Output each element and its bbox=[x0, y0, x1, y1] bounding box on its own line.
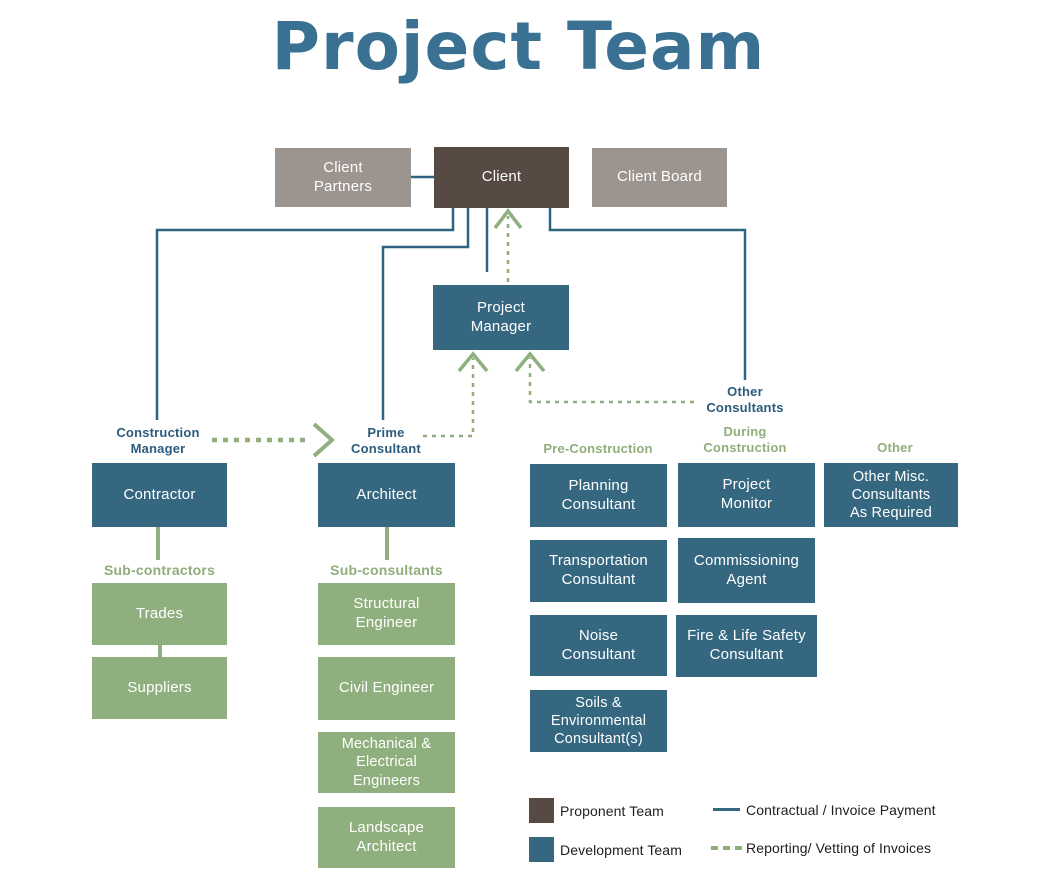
arrowhead-up-client bbox=[493, 208, 523, 230]
legend-development-swatch bbox=[529, 837, 554, 862]
node-project-manager: Project Manager bbox=[433, 285, 569, 350]
node-client-board: Client Board bbox=[592, 148, 727, 207]
node-suppliers: Suppliers bbox=[92, 657, 227, 719]
arrowhead-up-pm-right bbox=[514, 351, 546, 373]
page-title: Project Team bbox=[271, 8, 766, 85]
connector-client-prime-consultant bbox=[381, 208, 470, 420]
dashed-other-consultants-to-project-manager bbox=[528, 358, 694, 404]
label-other-consultants: Other Consultants bbox=[706, 384, 784, 416]
node-other-misc-consultants: Other Misc. Consultants As Required bbox=[824, 463, 958, 527]
node-planning-consultant: Planning Consultant bbox=[530, 464, 667, 527]
arrowhead-right-prime-consultant bbox=[312, 422, 336, 458]
label-during-construction: During Construction bbox=[703, 424, 787, 456]
label-sub-contractors: Sub-contractors bbox=[103, 562, 216, 578]
node-client: Client bbox=[434, 147, 569, 208]
node-architect: Architect bbox=[318, 463, 455, 527]
node-landscape-architect: Landscape Architect bbox=[318, 807, 455, 868]
node-project-monitor: Project Monitor bbox=[678, 463, 815, 527]
legend-proponent-swatch bbox=[529, 798, 554, 823]
node-contractor: Contractor bbox=[92, 463, 227, 527]
label-prime-consultant: Prime Consultant bbox=[351, 425, 421, 457]
node-mechanical-electrical-engineers: Mechanical & Electrical Engineers bbox=[318, 732, 455, 793]
legend-contractual-line-sample bbox=[713, 808, 740, 811]
label-construction-manager: Construction Manager bbox=[116, 425, 200, 457]
legend-contractual-label: Contractual / Invoice Payment bbox=[746, 802, 936, 818]
arrowhead-up-pm-left bbox=[457, 351, 489, 373]
label-sub-consultants: Sub-consultants bbox=[330, 562, 443, 578]
node-soils-environmental-consultant: Soils & Environmental Consultant(s) bbox=[530, 690, 667, 752]
node-transportation-consultant: Transportation Consultant bbox=[530, 540, 667, 602]
dashed-prime-consultant-to-project-manager bbox=[423, 358, 475, 438]
node-fire-life-safety-consultant: Fire & Life Safety Consultant bbox=[676, 615, 817, 677]
legend-reporting-label: Reporting/ Vetting of Invoices bbox=[746, 840, 932, 856]
node-structural-engineer: Structural Engineer bbox=[318, 583, 455, 645]
label-other: Other bbox=[877, 440, 913, 455]
node-civil-engineer: Civil Engineer bbox=[318, 657, 455, 720]
label-pre-construction: Pre-Construction bbox=[543, 441, 653, 456]
legend-reporting-dash-sample bbox=[711, 846, 743, 850]
node-client-partners: Client Partners bbox=[275, 148, 411, 207]
legend-proponent-label: Proponent Team bbox=[560, 803, 664, 819]
node-trades: Trades bbox=[92, 583, 227, 645]
connector-client-construction-manager bbox=[155, 208, 455, 420]
node-commissioning-agent: Commissioning Agent bbox=[678, 538, 815, 603]
connector-client-other-consultants bbox=[548, 208, 747, 380]
node-noise-consultant: Noise Consultant bbox=[530, 615, 667, 676]
legend-development-label: Development Team bbox=[560, 842, 682, 858]
